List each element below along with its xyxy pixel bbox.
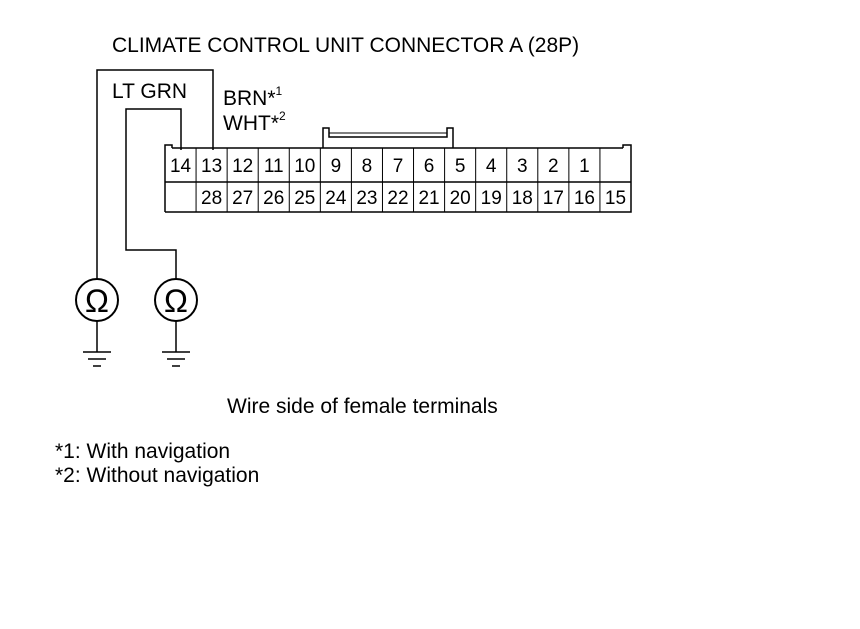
pin-24: 24	[325, 188, 347, 209]
footnote-1: *1: With navigation	[55, 440, 230, 463]
ground-icon	[83, 351, 111, 367]
pin-6: 6	[424, 156, 435, 177]
pin-10: 10	[294, 156, 315, 177]
pin-16: 16	[574, 188, 595, 209]
pin-21: 21	[418, 188, 439, 209]
ohm-symbol: Ω	[164, 283, 188, 319]
pin-4: 4	[486, 156, 497, 177]
diagram-title: CLIMATE CONTROL UNIT CONNECTOR A (28P)	[112, 34, 579, 57]
wire-label-lt-grn: LT GRN	[112, 80, 187, 103]
pin-11: 11	[264, 156, 284, 177]
pin-5: 5	[455, 156, 466, 177]
wire-to-left-meter	[96, 69, 214, 280]
pin-26: 26	[263, 188, 284, 209]
pin-14: 14	[170, 156, 192, 177]
pin-13: 13	[201, 156, 222, 177]
ohmmeter-left: Ω	[75, 278, 119, 352]
pin-25: 25	[294, 188, 315, 209]
pin-7: 7	[393, 156, 404, 177]
pin-19: 19	[481, 188, 502, 209]
pin-2: 2	[548, 156, 559, 177]
pin-1: 1	[579, 156, 590, 177]
pin-9: 9	[331, 156, 342, 177]
footnote-2: *2: Without navigation	[55, 464, 259, 487]
pin-3: 3	[517, 156, 528, 177]
pin-20: 20	[450, 188, 471, 209]
wire-label-brn: BRN*1	[223, 84, 283, 110]
pin-12: 12	[232, 156, 253, 177]
pin-22: 22	[387, 188, 408, 209]
wire-label-wht-footnote: 2	[279, 109, 286, 123]
wire-label-brn-text: BRN*	[223, 87, 276, 110]
pin-8: 8	[362, 156, 373, 177]
pin-23: 23	[356, 188, 377, 209]
pin-15: 15	[605, 188, 626, 209]
ohm-symbol: Ω	[85, 283, 109, 319]
wire-label-wht: WHT*2	[223, 109, 286, 135]
wire-label-wht-text: WHT*	[223, 112, 279, 135]
wiring	[96, 69, 214, 280]
wire-to-right-meter	[125, 108, 182, 280]
pin-17: 17	[543, 188, 564, 209]
ohmmeter-right: Ω	[154, 278, 198, 352]
wire-label-brn-footnote: 1	[276, 84, 283, 98]
ground-icon	[162, 351, 190, 367]
caption-wire-side: Wire side of female terminals	[227, 395, 498, 418]
pin-27: 27	[232, 188, 253, 209]
pin-28: 28	[201, 188, 222, 209]
pin-18: 18	[512, 188, 533, 209]
